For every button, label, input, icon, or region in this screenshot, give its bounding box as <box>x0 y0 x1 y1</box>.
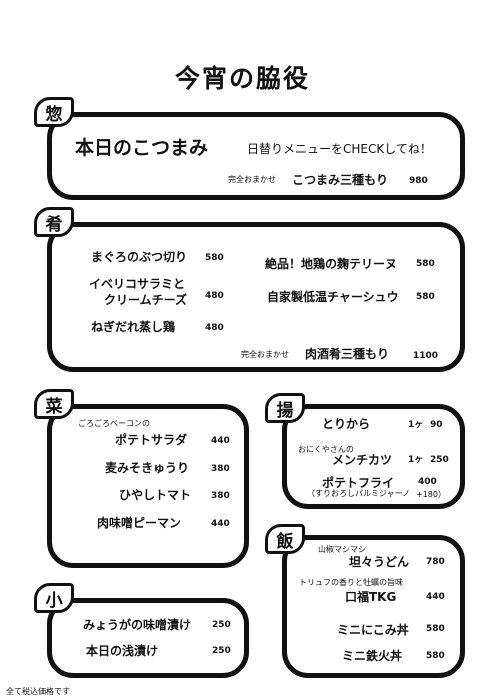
menu-item-price: 580 <box>416 259 435 269</box>
menu-item-name: 麦みそきゅうり <box>105 461 190 475</box>
menu-item-price: 380 <box>211 464 230 474</box>
ko-section <box>47 598 249 678</box>
sou-section <box>47 112 465 200</box>
menu-item-sub: 山椒マシマシ <box>318 545 366 554</box>
menu-item-name: 坦々うどん <box>349 555 410 569</box>
kou-section <box>47 222 465 372</box>
menu-item-price: 480 <box>205 323 224 333</box>
menu-item-price: 580 <box>426 651 445 661</box>
ko-tag: 小 <box>34 583 74 613</box>
menu-item-sub: おにくやさんの <box>298 445 354 454</box>
sou-set-name: こつまみ三種もり <box>292 173 389 187</box>
sai-tag: 菜 <box>34 389 74 419</box>
footer-note: 全て税込価格です <box>6 687 70 696</box>
menu-item-extra: +180） <box>416 490 446 499</box>
menu-item-price: 580 <box>205 253 224 263</box>
age-section <box>282 404 465 509</box>
sou-note: 日替りメニューをCHECKしてね！ <box>247 142 432 156</box>
kou-set-name: 肉酒肴三種もり <box>305 347 390 361</box>
menu-item-price: 250 <box>212 620 231 630</box>
menu-item-price: 440 <box>211 436 230 446</box>
han-tag: 飯 <box>265 524 305 554</box>
menu-item-name: クリームチーズ <box>104 293 188 307</box>
menu-item-name: イベリコサラミと <box>89 277 186 291</box>
menu-item-note: （すりおろしパルミジャーノ <box>307 489 411 498</box>
kou-set-label: 完全おまかせ <box>241 350 289 359</box>
age-tag: 揚 <box>265 393 305 423</box>
han-section <box>282 535 465 678</box>
menu-item-name: とりから <box>322 417 371 431</box>
menu-item-name: ポテトサラダ <box>115 433 188 447</box>
menu-item-name: ひやしトマト <box>119 488 192 502</box>
menu-item-price: 580 <box>416 292 435 302</box>
menu-item-price: 480 <box>205 291 224 301</box>
menu-item-name: メンチカツ <box>332 453 393 467</box>
menu-item-price: 90 <box>430 420 443 430</box>
menu-item-name: 自家製低温チャーシュウ <box>267 290 399 304</box>
menu-item-price: 440 <box>211 519 230 529</box>
menu-item-price: 440 <box>426 592 445 602</box>
menu-item-sub: ごろごろベーコンの <box>78 419 150 428</box>
menu-item-unit: 1ヶ <box>408 420 424 430</box>
menu-item-price: 250 <box>430 455 449 465</box>
menu-item-price: 380 <box>211 491 230 501</box>
menu-item-name: ねぎだれ蒸し鶏 <box>91 320 176 334</box>
sou-set-label: 完全おまかせ <box>228 175 276 184</box>
menu-item-name: まぐろのぶつ切り <box>91 250 188 264</box>
menu-item-name: 肉味噌ピーマン <box>97 516 182 530</box>
kou-set-price: 1100 <box>413 351 439 361</box>
menu-item-name: ポテトフライ <box>322 476 395 490</box>
sou-set-price: 980 <box>409 176 428 186</box>
menu-item-sub: トリュフの香りと牡蠣の旨味 <box>299 578 403 587</box>
menu-item-name: ミニ鉄火丼 <box>342 649 403 663</box>
menu-item-unit: 1ヶ <box>408 455 424 465</box>
sou-tag: 惣 <box>34 97 74 127</box>
sou-heading: 本日のこつまみ <box>75 137 209 159</box>
menu-item-name: 絶品！地鶏の麹テリーヌ <box>265 257 398 271</box>
menu-item-name: 口福TKG <box>345 590 397 604</box>
menu-item-price: 580 <box>426 624 445 634</box>
menu-item-name: みょうがの味噌漬け <box>83 618 192 632</box>
menu-item-price: 780 <box>426 557 445 567</box>
sai-section <box>47 404 249 568</box>
kou-tag: 肴 <box>34 207 74 237</box>
menu-item-price: 400 <box>418 477 437 487</box>
menu-item-name: ミニにこみ丼 <box>337 623 409 637</box>
menu-item-price: 250 <box>212 646 231 656</box>
menu-item-name: 本日の浅漬け <box>86 644 159 658</box>
page-title: 今宵の脇役 <box>174 64 310 93</box>
